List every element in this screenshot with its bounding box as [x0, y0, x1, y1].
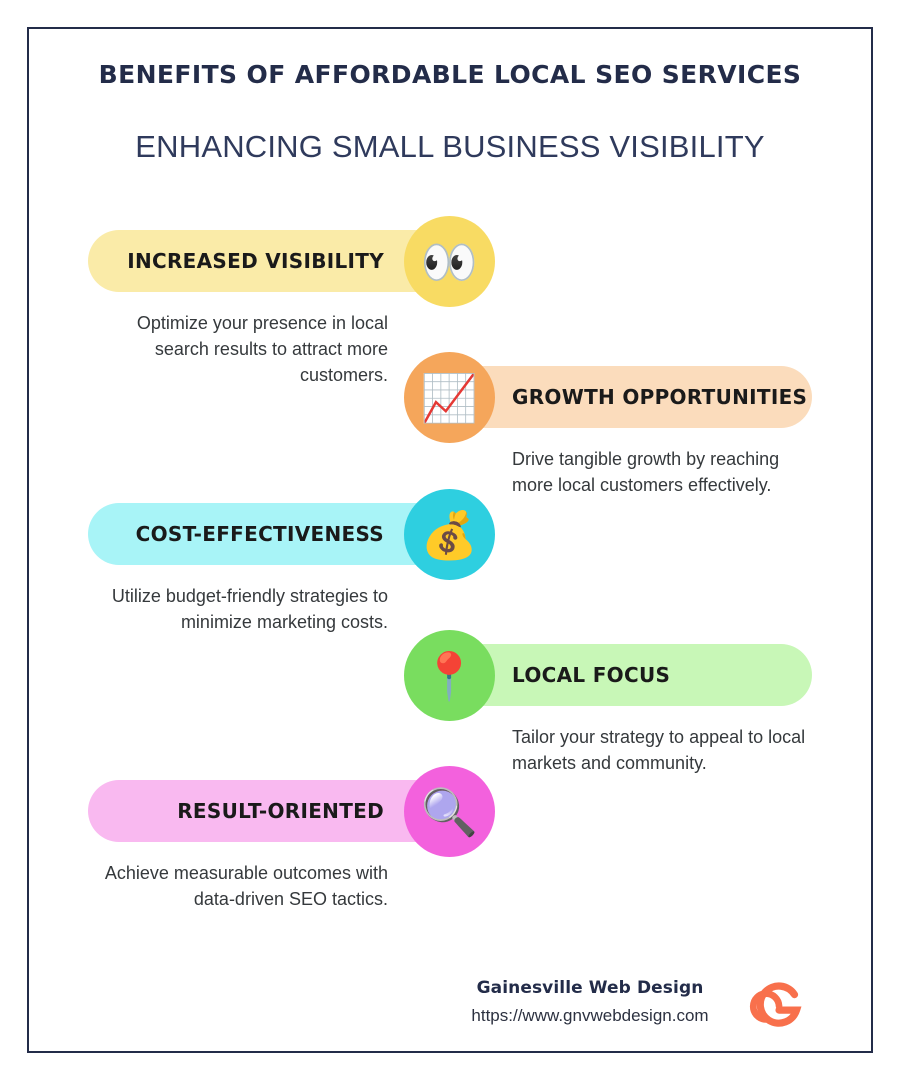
benefit-label: INCREASED VISIBILITY	[127, 249, 384, 273]
benefit-icon-circle: 📈	[404, 352, 495, 443]
benefit-pill[interactable]: GROWTH OPPORTUNITIES	[448, 366, 812, 428]
benefit-row-result-oriented: RESULT-ORIENTED 🔍 Achieve measurable out…	[0, 766, 900, 909]
benefit-description: Achieve measurable outcomes with data-dr…	[104, 863, 388, 910]
page-subtitle: ENHANCING SMALL BUSINESS VISIBILITY	[135, 129, 765, 164]
benefit-row-increased-visibility: INCREASED VISIBILITY 👀 Optimize your pre…	[0, 216, 900, 385]
magnifying-glass-icon: 🔍	[420, 784, 479, 839]
benefit-row-cost-effectiveness: COST-EFFECTIVENESS 💰 Utilize budget-frie…	[0, 489, 900, 632]
eyes-icon: 👀	[420, 234, 479, 289]
benefit-icon-circle: 👀	[404, 216, 495, 307]
benefit-icon-circle: 💰	[404, 489, 495, 580]
benefit-description: Optimize your presence in local search r…	[136, 313, 388, 386]
benefit-icon-circle: 🔍	[404, 766, 495, 857]
gnv-spiral-g-logo	[745, 974, 811, 1040]
benefit-pill[interactable]: RESULT-ORIENTED	[88, 780, 456, 842]
page-title: BENEFITS OF AFFORDABLE LOCAL SEO SERVICE…	[98, 60, 802, 89]
benefit-label: RESULT-ORIENTED	[177, 799, 384, 823]
benefit-row-local-focus: LOCAL FOCUS 📍 Tailor your strategy to ap…	[0, 630, 900, 773]
money-bag-icon: 💰	[420, 507, 479, 562]
benefit-label: LOCAL FOCUS	[512, 663, 671, 687]
benefit-label: GROWTH OPPORTUNITIES	[512, 385, 808, 409]
benefit-pill[interactable]: INCREASED VISIBILITY	[88, 230, 456, 292]
brand-name: Gainesville Web Design	[476, 978, 704, 998]
footer: Gainesville Web Design https://www.gnvwe…	[440, 978, 830, 1050]
benefit-description: Utilize budget-friendly strategies to mi…	[111, 586, 388, 633]
benefit-row-growth-opportunities: GROWTH OPPORTUNITIES 📈 Drive tangible gr…	[0, 352, 900, 495]
benefit-pill[interactable]: LOCAL FOCUS	[448, 644, 812, 706]
chart-increasing-icon: 📈	[420, 370, 479, 425]
heading-block: BENEFITS OF AFFORDABLE LOCAL SEO SERVICE…	[60, 60, 840, 165]
benefit-description: Drive tangible growth by reaching more l…	[512, 449, 780, 496]
footer-text-block: Gainesville Web Design https://www.gnvwe…	[440, 978, 740, 1026]
benefit-label: COST-EFFECTIVENESS	[135, 522, 384, 546]
benefit-icon-circle: 📍	[404, 630, 495, 721]
brand-url[interactable]: https://www.gnvwebdesign.com	[471, 1006, 709, 1025]
round-pushpin-icon: 📍	[420, 648, 479, 703]
benefit-pill[interactable]: COST-EFFECTIVENESS	[88, 503, 456, 565]
benefit-description: Tailor your strategy to appeal to local …	[512, 727, 806, 774]
